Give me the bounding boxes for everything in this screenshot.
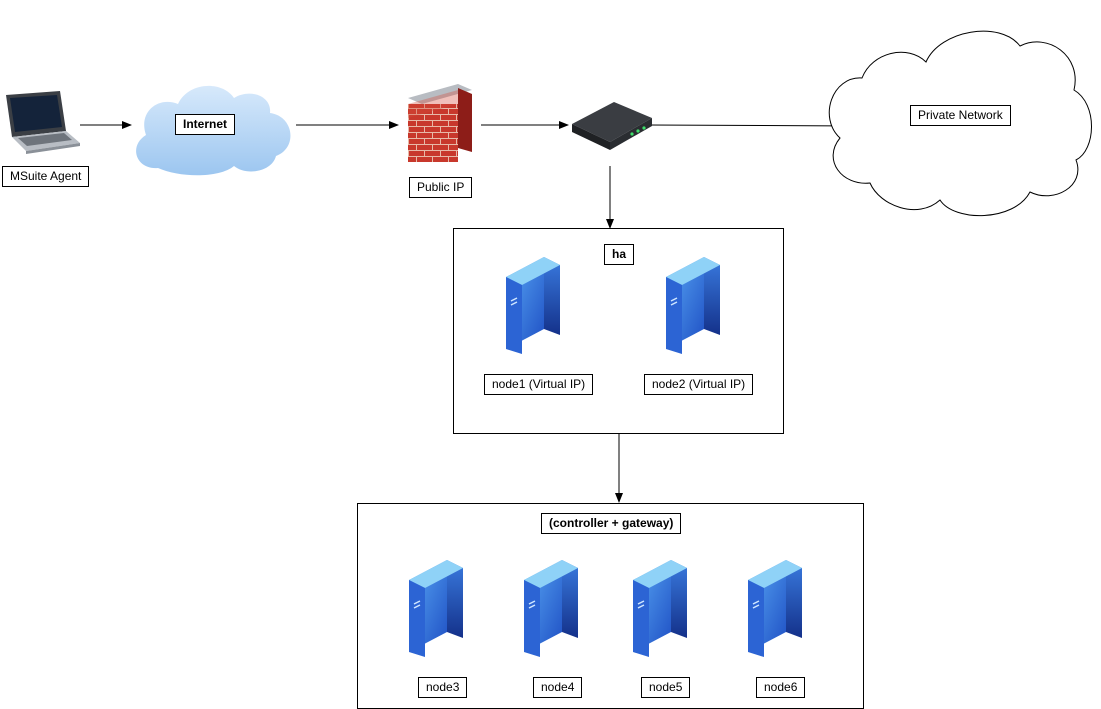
internet-label: Internet — [175, 114, 236, 135]
router-icon — [572, 102, 652, 150]
node6-label: node6 — [756, 677, 806, 698]
edge-router-private — [647, 121, 858, 130]
server-icon-node1 — [505, 256, 561, 355]
node3-label: node3 — [418, 677, 468, 698]
server-icon-node4 — [523, 559, 579, 658]
node5-label: node5 — [641, 677, 691, 698]
ha-group-label: ha — [604, 244, 635, 265]
server-icon-node5 — [632, 559, 688, 658]
node2-label: node2 (Virtual IP) — [644, 374, 754, 395]
agent-label: MSuite Agent — [2, 166, 90, 187]
server-icon-node3 — [408, 559, 464, 658]
controller-group-label: (controller + gateway) — [541, 513, 682, 534]
firewall-icon — [408, 84, 472, 162]
server-icon-node6 — [747, 559, 803, 658]
node1-label: node1 (Virtual IP) — [484, 374, 594, 395]
node4-label: node4 — [533, 677, 583, 698]
server-icon-node2 — [665, 256, 721, 355]
public-ip-label: Public IP — [409, 177, 473, 198]
ha-group-box — [453, 228, 784, 434]
laptop-icon — [6, 91, 80, 154]
private-network-label: Private Network — [910, 105, 1011, 126]
